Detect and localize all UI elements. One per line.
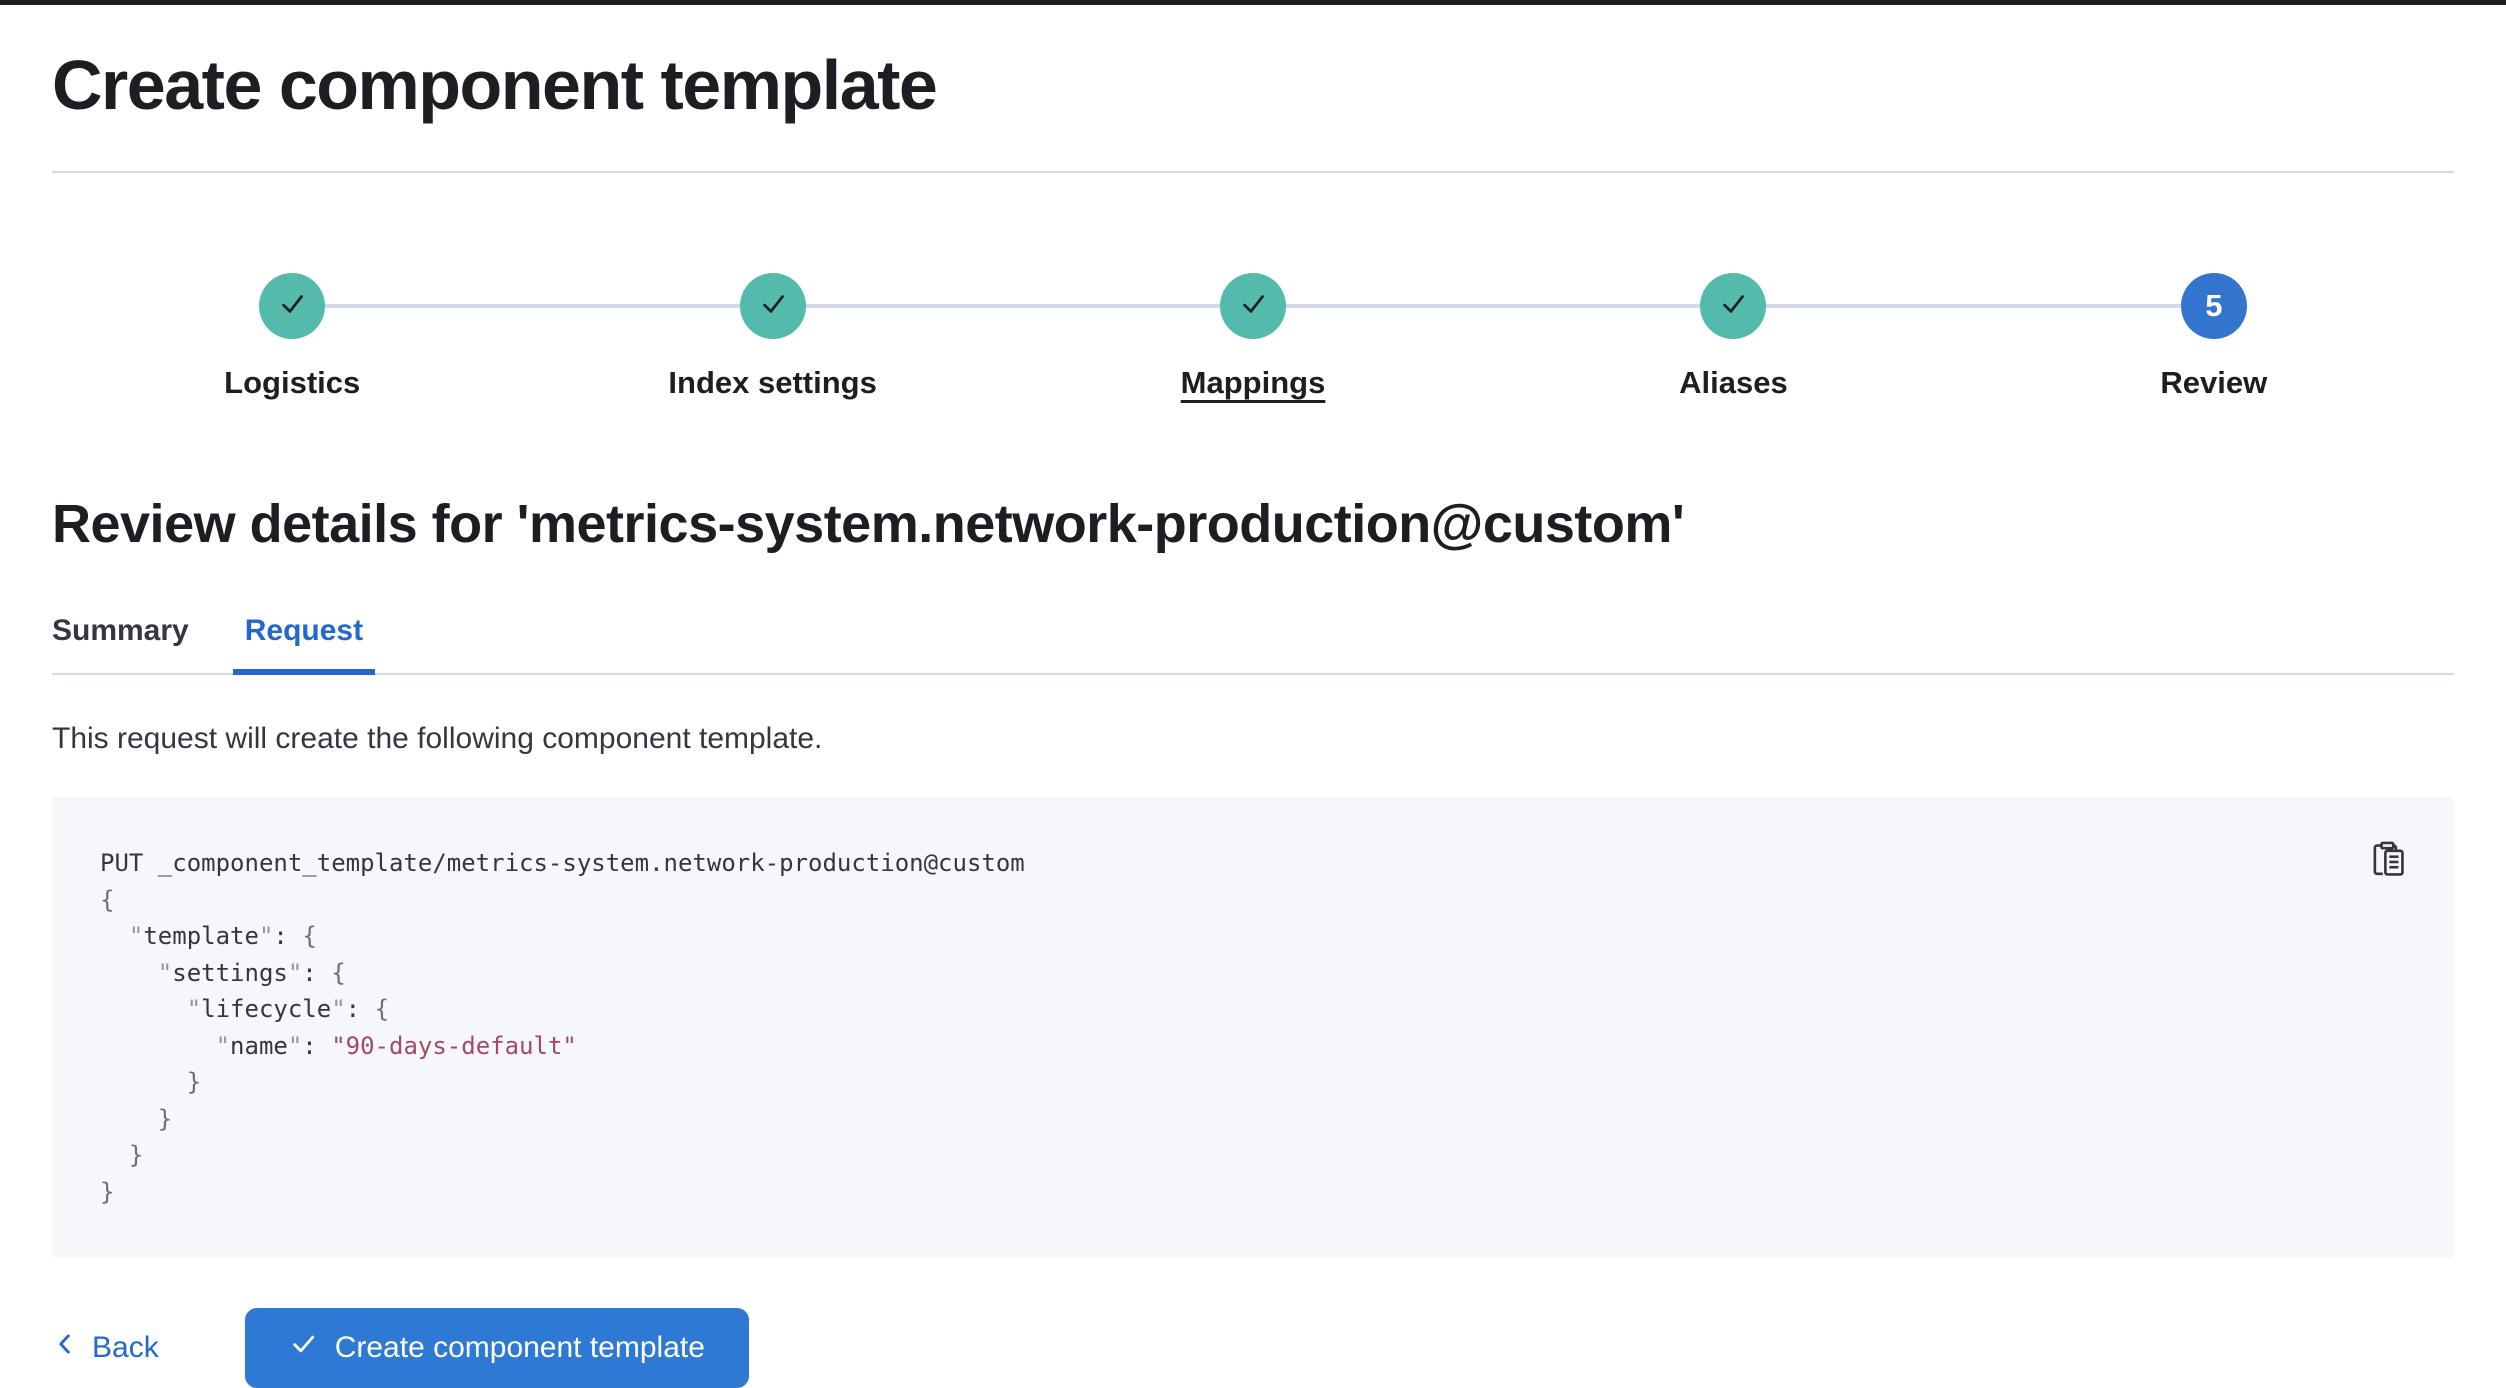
tab-summary[interactable]: Summary [52,614,189,647]
check-icon [1236,287,1270,326]
step-number: 5 [2205,288,2223,323]
step-logistics[interactable]: Logistics [52,273,533,401]
step-label: Mappings [1180,365,1326,400]
request-description: This request will create the following c… [52,722,823,755]
step-complete-circle [259,273,326,339]
step-aliases[interactable]: Aliases [1493,273,1975,401]
request-code-block: PUT _component_template/metrics-system.n… [52,797,2454,1258]
check-icon [275,287,309,326]
step-label: Aliases [1679,365,1788,400]
request-code: PUT _component_template/metrics-system.n… [100,849,1025,1206]
review-tabs: Summary Request [52,613,2454,675]
create-button-label: Create component template [334,1331,705,1364]
step-label: Logistics [224,365,361,400]
step-review[interactable]: 5 Review [1973,273,2454,401]
check-icon [289,1329,319,1367]
step-complete-circle [1700,273,1767,339]
back-button-label: Back [92,1331,159,1364]
step-complete-circle [1220,273,1287,339]
tab-request[interactable]: Request [232,613,376,675]
copy-clipboard-icon [2367,839,2409,884]
step-current-circle: 5 [2180,273,2247,339]
copy-to-clipboard-button[interactable] [2366,839,2410,883]
check-icon [1716,287,1750,326]
wizard-stepper: Logistics Index settings Mappings [52,273,2454,401]
step-label: Index settings [668,365,877,400]
back-button[interactable]: Back [52,1330,177,1366]
page-title: Create component template [52,46,938,124]
step-complete-circle [739,273,806,339]
title-divider [52,171,2454,173]
step-index-settings[interactable]: Index settings [532,273,1014,401]
check-icon [756,287,790,326]
step-label: Review [2160,365,2268,400]
create-component-template-page: Create component template Logistics Inde… [0,45,2506,1388]
create-component-template-button[interactable]: Create component template [244,1308,749,1388]
wizard-footer: Back Create component template [52,1308,2454,1388]
chevron-left-icon [52,1330,80,1366]
step-mappings[interactable]: Mappings [1012,273,1494,401]
review-details-heading: Review details for 'metrics-system.netwo… [52,494,1685,554]
window-top-edge [0,0,2506,5]
